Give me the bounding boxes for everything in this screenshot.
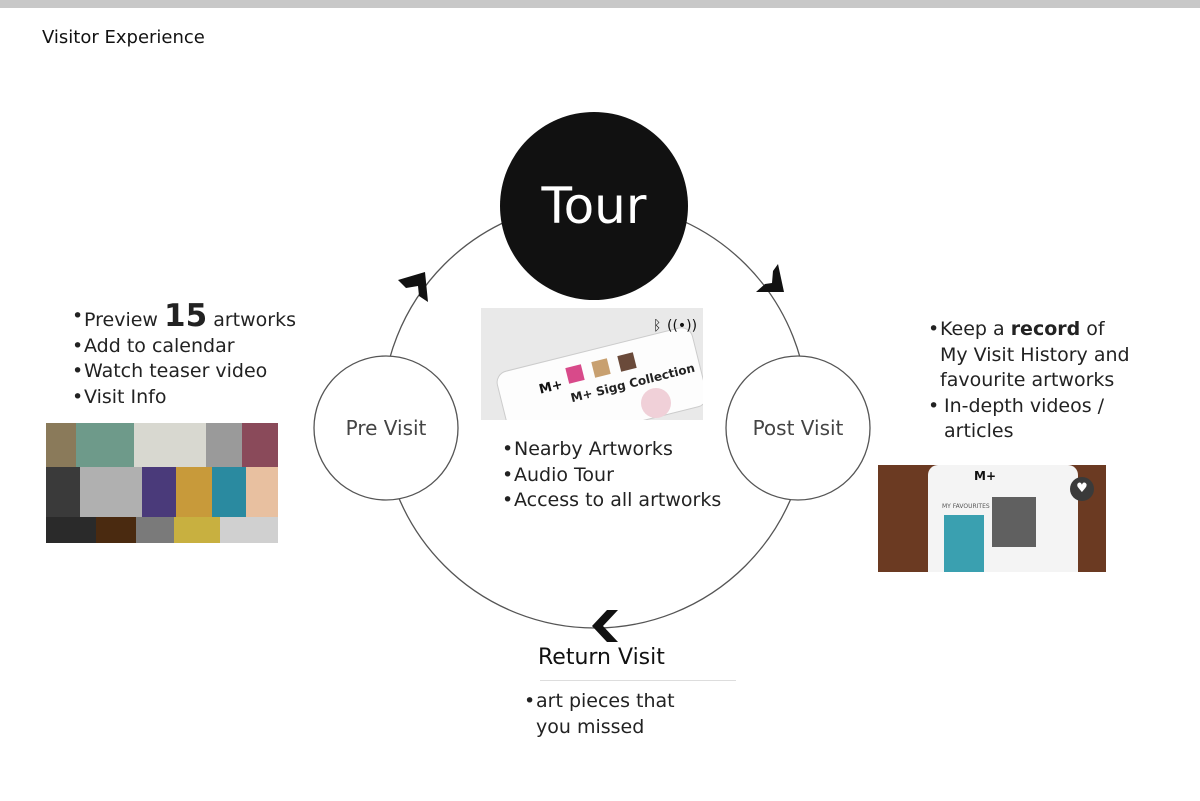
tour-app-screenshot: M+ M+ Sigg Collection ᛒ ((•)) [481,308,703,420]
pre-visit-item: Watch teaser video [72,359,296,385]
bluetooth-icon: ᛒ [653,318,662,334]
artwork-collage [46,423,278,543]
tour-list: Nearby Artworks Audio Tour Access to all… [502,437,721,514]
top-bar [0,0,1200,8]
pre-visit-item: Preview 15 artworks [72,301,296,334]
pre-visit-list: Preview 15 artworks Add to calendar Watc… [72,301,296,411]
tour-item: Access to all artworks [502,488,721,514]
tour-circle [500,112,688,300]
heart-icon: ♥ [1070,477,1094,501]
phone-logo: M+ [974,469,996,483]
post-visit-circle [725,355,871,501]
post-visit-item: In-depth videos /articles [928,394,1168,445]
pre-visit-circle [313,355,459,501]
beacon-icon: ((•)) [667,318,698,334]
post-visit-label: Post Visit [752,416,844,440]
page-title: Visitor Experience [42,27,205,48]
pre-visit-item: Add to calendar [72,334,296,360]
arrow-to-return-visit-icon [592,610,618,642]
tour-label: Tour [541,177,647,235]
return-visit-underline [540,680,736,681]
post-visit-app-screenshot: M+ MY FAVOURITES ♥ [878,465,1106,572]
tour-item: Nearby Artworks [502,437,721,463]
arrow-to-tour-icon [398,272,428,302]
return-visit-label: Return Visit [538,645,665,670]
tour-item: Audio Tour [502,463,721,489]
phone-tab: MY FAVOURITES [942,503,990,510]
pre-visit-label: Pre Visit [345,416,427,440]
pre-visit-item: Visit Info [72,385,296,411]
arrow-to-post-visit-icon [756,264,784,292]
